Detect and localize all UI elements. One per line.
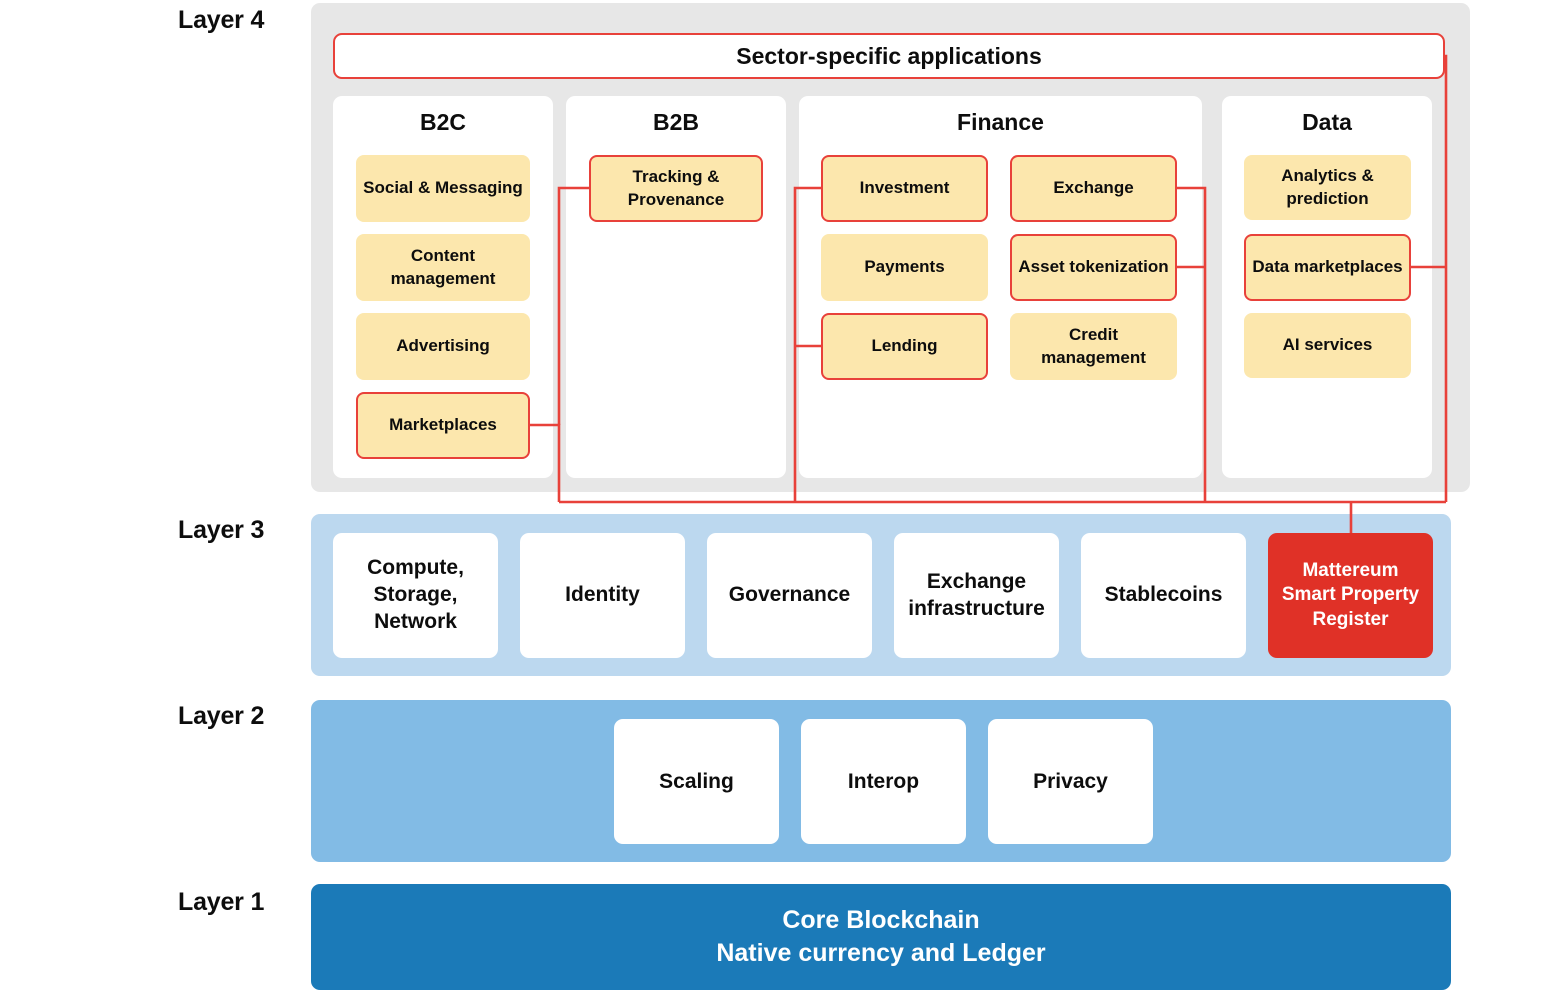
l3-box-identity[interactable]: Identity [520, 533, 685, 658]
chip-lending[interactable]: Lending [821, 313, 988, 380]
layer-1-title: Core Blockchain [782, 906, 980, 934]
category-title-data: Data [1302, 109, 1352, 135]
chip-data-marketplaces[interactable]: Data marketplaces [1244, 234, 1411, 301]
chip-content-management[interactable]: Content management [356, 234, 530, 301]
layer-label-2: Layer 2 [178, 702, 265, 730]
layer-1-core-blockchain: Core Blockchain Native currency and Ledg… [311, 884, 1451, 990]
layer-3-container [311, 514, 1451, 676]
wire-sector-banner-to-rail [1444, 54, 1448, 502]
l3-box-mattereum-smart-property-register[interactable]: Mattereum Smart Property Register [1268, 533, 1433, 658]
layer-label-3: Layer 3 [178, 516, 265, 544]
l3-box-compute-storage-network[interactable]: Compute, Storage, Network [333, 533, 498, 658]
layer-label-4: Layer 4 [178, 6, 265, 34]
wire-tracking-to-bus [557, 186, 589, 425]
sector-specific-applications-banner[interactable]: Sector-specific applications [333, 33, 1445, 79]
chip-asset-tokenization[interactable]: Asset tokenization [1010, 234, 1177, 301]
wire-investment-to-bus [793, 186, 821, 502]
l3-box-governance[interactable]: Governance [707, 533, 872, 658]
chip-payments[interactable]: Payments [821, 234, 988, 301]
wire-marketplaces-to-bus [530, 423, 561, 502]
layer-1-subtitle: Native currency and Ledger [716, 939, 1046, 967]
category-title-b2c: B2C [419, 109, 466, 135]
l2-box-interop[interactable]: Interop [801, 719, 966, 844]
chip-marketplaces[interactable]: Marketplaces [356, 392, 530, 459]
l2-box-scaling[interactable]: Scaling [614, 719, 779, 844]
category-title-finance: Finance [957, 109, 1044, 135]
chip-exchange[interactable]: Exchange [1010, 155, 1177, 222]
wire-exchange-to-bus [1177, 186, 1207, 502]
chip-credit-management[interactable]: Credit management [1010, 313, 1177, 380]
chip-analytics-prediction[interactable]: Analytics & prediction [1244, 155, 1411, 220]
chip-ai-services[interactable]: AI services [1244, 313, 1411, 378]
chip-tracking-provenance[interactable]: Tracking & Provenance [589, 155, 763, 222]
chip-social-messaging[interactable]: Social & Messaging [356, 155, 530, 222]
layer-label-1: Layer 1 [178, 888, 265, 916]
l2-box-privacy[interactable]: Privacy [988, 719, 1153, 844]
category-title-b2b: B2B [652, 109, 699, 135]
chip-investment[interactable]: Investment [821, 155, 988, 222]
chip-advertising[interactable]: Advertising [356, 313, 530, 380]
l3-box-exchange-infrastructure[interactable]: Exchange infrastructure [894, 533, 1059, 658]
l3-box-stablecoins[interactable]: Stablecoins [1081, 533, 1246, 658]
